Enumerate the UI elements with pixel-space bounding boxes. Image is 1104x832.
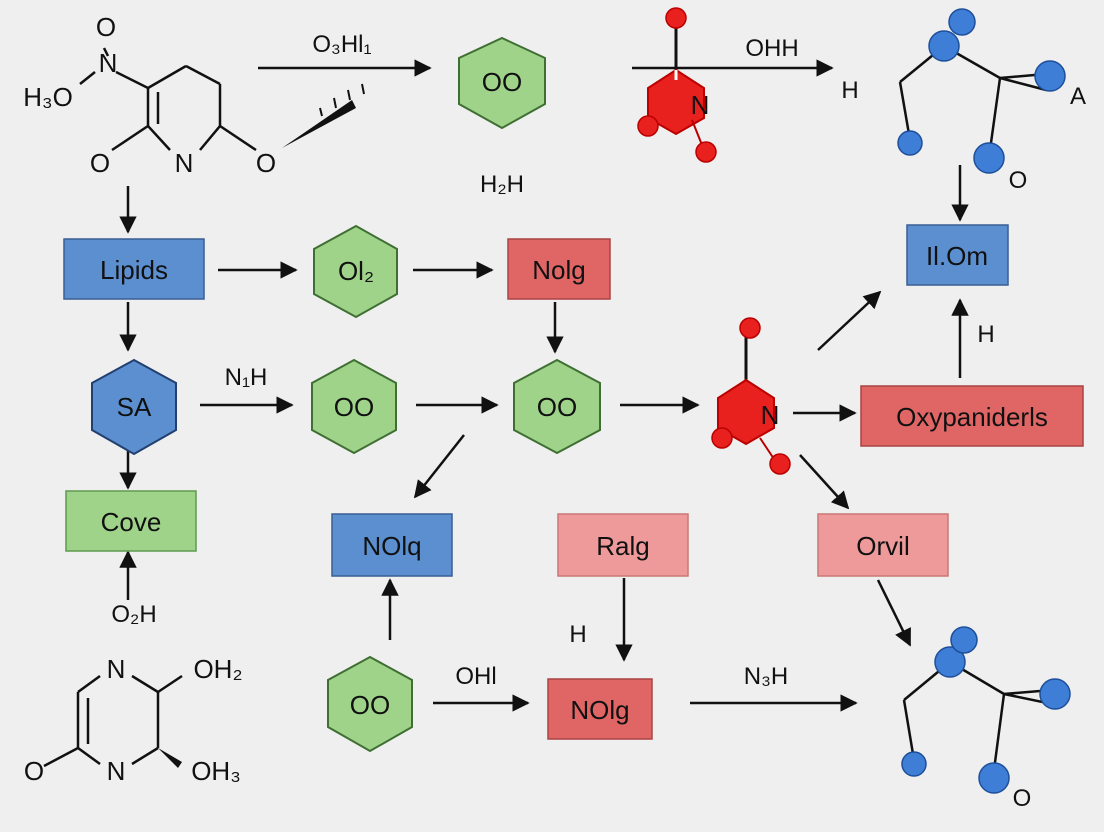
molecule-blue-bottom [901,626,1071,794]
molecule-blue-top [897,8,1066,174]
label-h-middle: H [569,621,586,648]
label-h-top: H [841,77,858,104]
mol2-oh2: OH₂ [193,654,242,684]
molecule-red-top: N [637,7,717,163]
box-ralg: Ralg [557,513,689,577]
box-ralg-label: Ralg [596,531,649,561]
hex-mid-left: OO [311,358,397,455]
label-o-top-right: O [1009,167,1028,194]
mol1-h3o: H₃O [23,82,73,112]
label-a: A [1070,83,1086,110]
box-nolg-top: Nolg [507,238,611,300]
hex-top: OO [458,36,546,130]
label-o2h: O₂H [111,601,156,628]
mol1-n-nitro: N [99,48,118,78]
hex-ol2-label: Ol₂ [338,256,374,286]
mol2-oh3: OH₃ [191,756,241,786]
arrow-hex-nolq [413,434,465,499]
hex-sa: SA [91,358,177,456]
label-n3h: N₃H [744,663,788,690]
box-cove-label: Cove [101,507,162,537]
box-nolg-bottom: NOlg [547,678,653,740]
hex-mid-right: OO [513,358,601,455]
box-oxypaniderls-label: Oxypaniderls [896,402,1048,432]
hex-mid-right-label: OO [537,392,577,422]
box-orvil-label: Orvil [856,531,909,561]
arrow-orvil-bottom-right [876,579,912,647]
arrow-to-ilom [817,290,882,351]
box-nolg-bottom-label: NOlg [570,695,629,725]
label-ohh: OHH [745,35,798,62]
mol-red-top-n: N [691,90,710,120]
molecule-top-left: O N H₃O O N O [23,12,365,178]
box-ilom: Il.Om [906,224,1009,286]
box-cove: Cove [65,490,197,552]
molecule-bottom-left: N OH₂ O N OH₃ [24,654,243,786]
box-nolq: NOlq [331,513,453,577]
mol2-o-left: O [24,756,44,786]
box-orvil: Orvil [817,513,949,577]
edge-labels: O₃Hl₁ OHH H A O H₂H N₁H H O₂H H OHl N₃H … [111,31,1086,812]
hex-bottom-label: OO [350,690,390,720]
box-ilom-label: Il.Om [926,241,988,271]
mol-red-middle-n: N [761,400,780,430]
mol2-n-top: N [107,654,126,684]
mol1-n-ring: N [175,148,194,178]
box-lipids: Lipids [63,238,205,300]
label-h-right: H [977,321,994,348]
mol1-o-left: O [90,148,110,178]
label-h2h: H₂H [480,171,524,198]
mol1-o-right: O [256,148,276,178]
arrows [119,59,969,712]
hex-sa-label: SA [117,392,152,422]
label-o-bottom-right: O [1013,785,1032,812]
arrow-red-orvil [799,454,850,510]
hex-mid-left-label: OO [334,392,374,422]
hex-ol2: Ol₂ [313,224,398,319]
molecule-red-middle: N [711,317,791,475]
mol1-o-nitro: O [96,12,116,42]
hex-bottom: OO [327,655,413,753]
label-ohl: OHl [455,663,496,690]
box-lipids-label: Lipids [100,255,168,285]
box-nolg-top-label: Nolg [532,255,585,285]
box-oxypaniderls: Oxypaniderls [860,385,1084,447]
box-nolq-label: NOlq [362,531,421,561]
label-n1h: N₁H [225,364,268,391]
label-o3hl1: O₃Hl₁ [312,31,371,58]
mol2-n-bottom: N [107,756,126,786]
hex-top-label: OO [482,67,522,97]
